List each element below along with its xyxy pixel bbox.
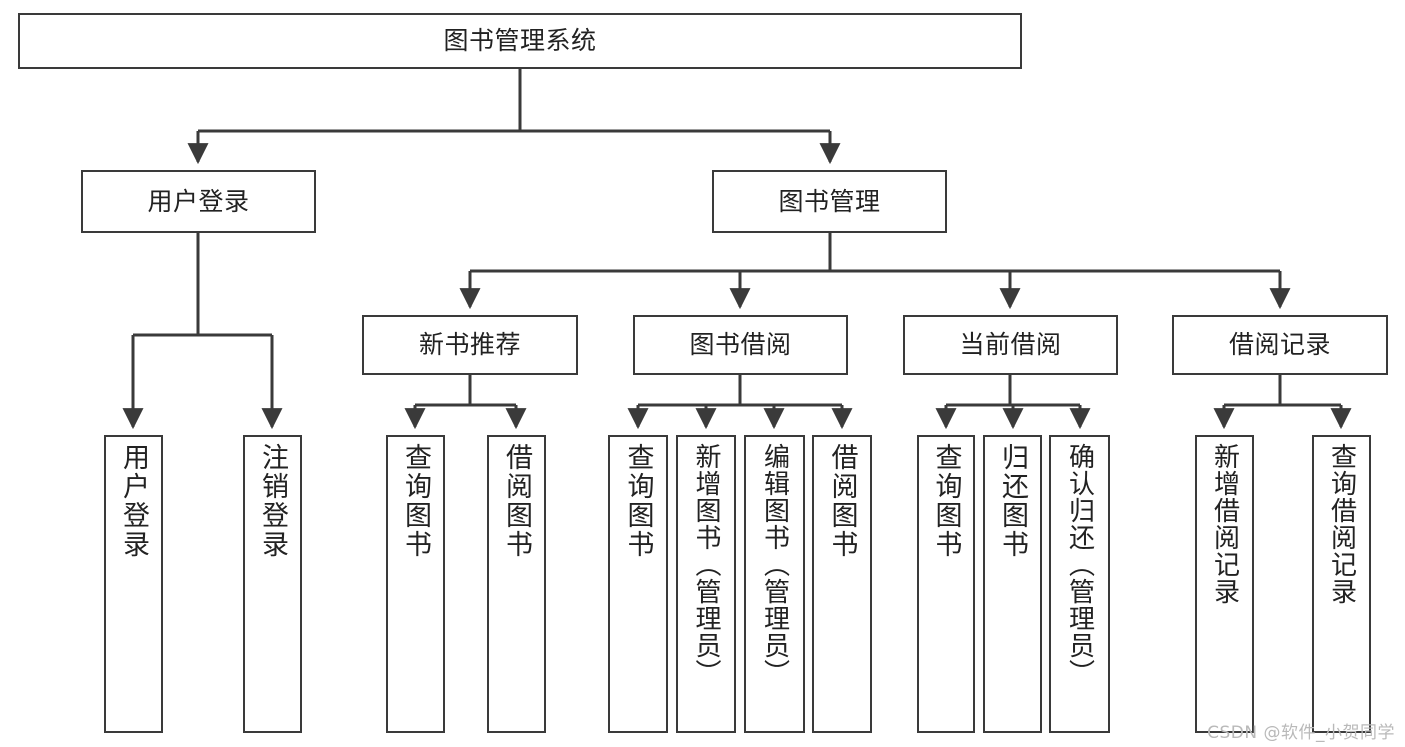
node-leaf-query-record-label: 查询借阅记录 bbox=[1326, 443, 1357, 605]
node-leaf-add-record[interactable]: 新增借阅记录 bbox=[1195, 435, 1254, 733]
node-leaf-edit-book[interactable]: 编辑图书（管理员） bbox=[744, 435, 805, 733]
node-new-book-recommend-label: 新书推荐 bbox=[418, 330, 521, 359]
node-leaf-edit-book-label: 编辑图书（管理员） bbox=[759, 443, 790, 686]
node-leaf-confirm-return[interactable]: 确认归还（管理员） bbox=[1049, 435, 1110, 733]
node-root-label: 图书管理系统 bbox=[443, 26, 597, 55]
node-leaf-user-login[interactable]: 用户登录 bbox=[104, 435, 163, 733]
node-user-login-label: 用户登录 bbox=[147, 186, 250, 216]
node-leaf-confirm-return-label: 确认归还（管理员） bbox=[1064, 443, 1095, 686]
node-leaf-add-book[interactable]: 新增图书（管理员） bbox=[676, 435, 736, 733]
node-leaf-query-book-1-label: 查询图书 bbox=[400, 443, 431, 559]
node-user-login[interactable]: 用户登录 bbox=[81, 170, 316, 233]
node-leaf-borrow-book-1-label: 借阅图书 bbox=[501, 443, 532, 559]
node-leaf-return-book[interactable]: 归还图书 bbox=[983, 435, 1042, 733]
node-leaf-return-book-label: 归还图书 bbox=[997, 443, 1028, 559]
node-leaf-user-logout-label: 注销登录 bbox=[257, 443, 288, 559]
node-leaf-user-login-label: 用户登录 bbox=[118, 443, 149, 559]
node-book-manage[interactable]: 图书管理 bbox=[712, 170, 947, 233]
node-leaf-query-book-2-label: 查询图书 bbox=[622, 443, 654, 559]
node-new-book-recommend[interactable]: 新书推荐 bbox=[362, 315, 578, 375]
node-leaf-query-record[interactable]: 查询借阅记录 bbox=[1312, 435, 1371, 733]
node-current-borrow[interactable]: 当前借阅 bbox=[903, 315, 1118, 375]
node-leaf-query-book-1[interactable]: 查询图书 bbox=[386, 435, 445, 733]
node-book-borrow[interactable]: 图书借阅 bbox=[633, 315, 848, 375]
node-leaf-query-book-3-label: 查询图书 bbox=[930, 443, 962, 559]
node-borrow-record[interactable]: 借阅记录 bbox=[1172, 315, 1388, 375]
node-leaf-borrow-book-1[interactable]: 借阅图书 bbox=[487, 435, 546, 733]
node-leaf-add-book-label: 新增图书（管理员） bbox=[691, 443, 721, 686]
node-leaf-borrow-book-2-label: 借阅图书 bbox=[826, 443, 858, 559]
node-root[interactable]: 图书管理系统 bbox=[18, 13, 1022, 69]
node-leaf-user-logout[interactable]: 注销登录 bbox=[243, 435, 302, 733]
node-leaf-query-book-2[interactable]: 查询图书 bbox=[608, 435, 668, 733]
node-current-borrow-label: 当前借阅 bbox=[959, 330, 1062, 359]
node-book-manage-label: 图书管理 bbox=[778, 186, 881, 216]
node-leaf-borrow-book-2[interactable]: 借阅图书 bbox=[812, 435, 872, 733]
watermark: CSDN @软件_小贺同学 bbox=[1207, 723, 1395, 743]
node-borrow-record-label: 借阅记录 bbox=[1228, 330, 1331, 359]
node-leaf-add-record-label: 新增借阅记录 bbox=[1209, 443, 1240, 605]
node-book-borrow-label: 图书借阅 bbox=[689, 330, 792, 359]
node-leaf-query-book-3[interactable]: 查询图书 bbox=[917, 435, 975, 733]
